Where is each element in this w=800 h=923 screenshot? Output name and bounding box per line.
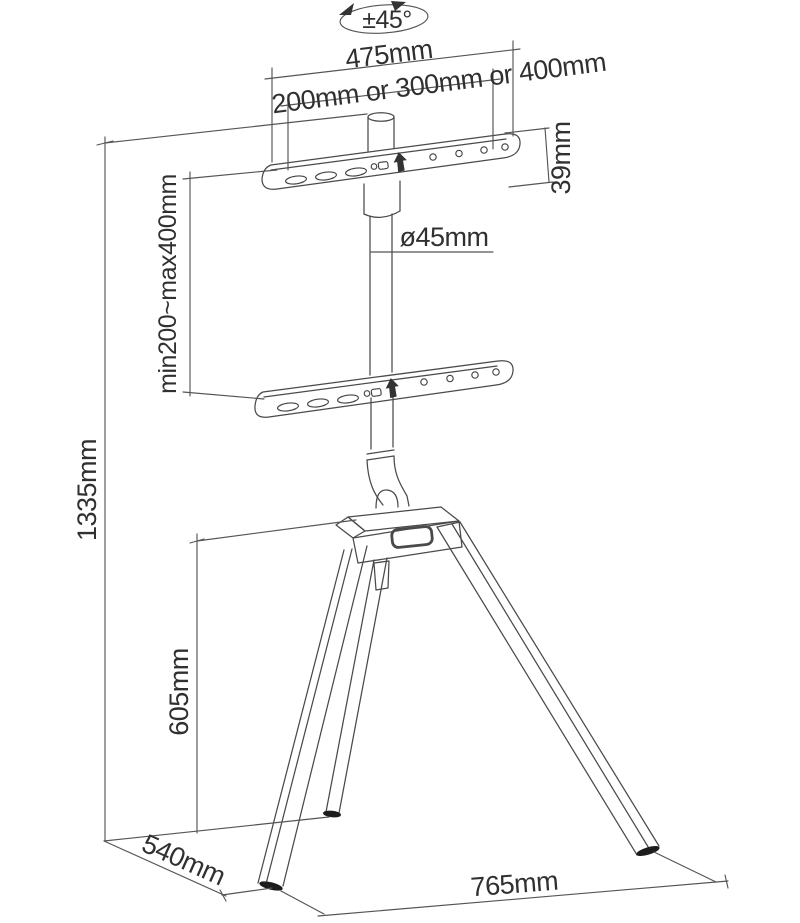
- pole-top-stub: [367, 112, 395, 152]
- right-leg: [436, 521, 660, 857]
- pole: [366, 213, 410, 509]
- dim-pole-diameter-label: ø45mm: [399, 222, 488, 252]
- front-left-leg: [257, 545, 368, 891]
- lower-bracket-holes: [420, 368, 500, 386]
- lower-bracket-lock-glyph: [363, 388, 382, 397]
- dim-base-width: 765mm: [317, 866, 729, 917]
- dim-pole-diameter: ø45mm: [370, 222, 494, 253]
- dim-bracket-thickness-label: 39mm: [546, 121, 576, 194]
- top-bracket-slots: [285, 167, 367, 185]
- dim-base-width-label: 765mm: [469, 866, 559, 903]
- dim-base-depth-label: 540mm: [138, 828, 230, 891]
- top-bracket-up-arrow-icon: [393, 152, 407, 173]
- dim-vesa-widths-label: 200mm or 300mm or 400mm: [270, 47, 608, 120]
- dim-leg-assembly-height-label: 605mm: [164, 648, 194, 736]
- dim-rotation-label: ±45°: [362, 6, 412, 34]
- lower-vesa-bracket: [254, 360, 514, 418]
- top-bracket-holes: [429, 143, 509, 161]
- dim-bracket-width-label: 475mm: [344, 34, 435, 74]
- pole-clamp-collar: [363, 180, 401, 218]
- dim-vesa-height-range-label: min200~max400mm: [154, 174, 182, 394]
- back-foot: [323, 810, 341, 818]
- lower-bracket-up-arrow-icon: [385, 378, 399, 399]
- dim-rotation: ±45°: [339, 1, 429, 34]
- back-leg: [323, 557, 388, 818]
- dim-overall-height-label: 1335mm: [72, 439, 102, 541]
- top-vesa-bracket: [261, 133, 521, 190]
- top-bracket-lock-glyph: [370, 161, 389, 170]
- cable-hole: [390, 525, 434, 549]
- dim-leg-assembly-height: 605mm: [164, 519, 357, 834]
- dim-bracket-thickness: 39mm: [504, 121, 576, 195]
- right-foot: [636, 845, 660, 857]
- lower-bracket-slots: [277, 394, 359, 412]
- floor-extent-lines: [103, 816, 717, 915]
- tripod-legs: [257, 521, 660, 891]
- tripod-head: [335, 506, 463, 591]
- dim-vesa-height-range: min200~max400mm: [154, 169, 278, 400]
- dim-overall-height: 1335mm: [72, 113, 368, 842]
- front-left-foot: [259, 881, 283, 891]
- rotation-arrow-icon: [339, 4, 429, 34]
